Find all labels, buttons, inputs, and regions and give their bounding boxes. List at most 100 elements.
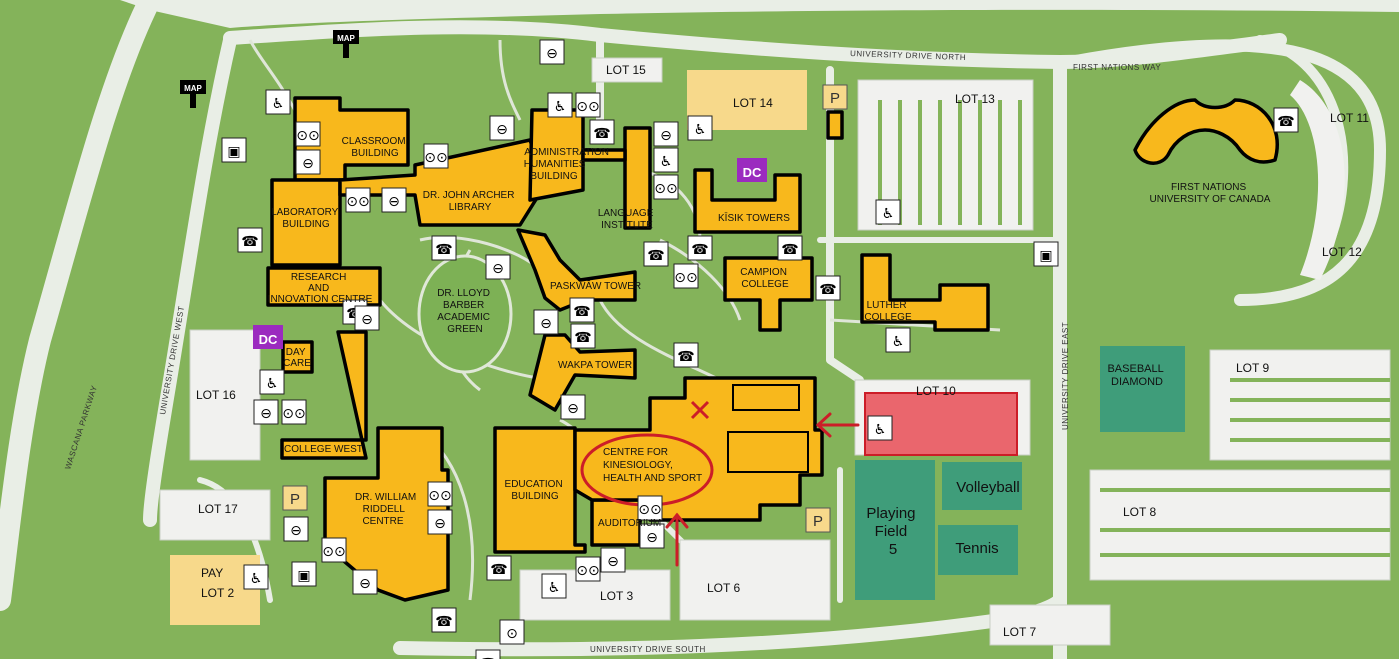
- no-entry-icon: ⊖: [427, 509, 453, 535]
- no-entry-icon: ⊖: [283, 516, 309, 542]
- research-centre: [266, 266, 382, 307]
- education-building-label: EDUCATION BUILDING: [505, 479, 566, 502]
- map-icons: ♿⊙⊙⊖▣☎⊙⊙⊖⊙⊙⊖♿⊙⊙⊖☎⊖♿♿⊙⊙☎⊖☎⊖☎☎☎⊙⊙☎☎♿♿▣☎☎⊖♿…: [221, 39, 1299, 659]
- svg-text:▣: ▣: [297, 568, 310, 584]
- wakpa-tower-label: WAKPA TOWER: [558, 360, 632, 371]
- svg-text:⊙⊙: ⊙⊙: [322, 544, 345, 560]
- lot-6-label: LOT 6: [707, 581, 740, 595]
- no-entry-icon: ⊖: [352, 569, 378, 595]
- no-entry-icon: ⊖: [485, 254, 511, 280]
- svg-text:☎: ☎: [691, 242, 708, 258]
- lot-17-area: [159, 489, 271, 541]
- direction-arrow-icon: [665, 512, 689, 567]
- svg-text:♿: ♿: [250, 571, 263, 587]
- svg-text:⊖: ⊖: [540, 316, 552, 332]
- wheelchair-icon: ♿: [875, 199, 901, 225]
- svg-text:♿: ♿: [548, 580, 561, 596]
- svg-text:⊙⊙: ⊙⊙: [282, 406, 305, 422]
- svg-text:⊖: ⊖: [361, 312, 373, 328]
- lot-2-pay-label: PAY: [201, 566, 223, 580]
- education-building: [493, 426, 587, 554]
- svg-text:P: P: [813, 513, 823, 530]
- no-entry-icon: ⊖: [381, 187, 407, 213]
- bicycle-icon: ⊙⊙: [345, 187, 371, 213]
- classroom-label: CLASSROOM BUILDING: [342, 136, 409, 159]
- fnuc-label: FIRST NATIONS UNIVERSITY OF CANADA: [1150, 182, 1271, 205]
- bus-icon: ▣: [1033, 241, 1059, 267]
- emergency-phone-icon: ☎: [431, 235, 457, 261]
- svg-text:▣: ▣: [227, 144, 240, 160]
- wheelchair-icon: ♿: [653, 147, 679, 173]
- playing-field-5: [855, 460, 935, 600]
- lot-12-label: LOT 12: [1322, 245, 1362, 259]
- svg-text:☎: ☎: [593, 126, 610, 142]
- tennis-court: [938, 525, 1018, 575]
- campion-college-label: CAMPION COLLEGE: [740, 267, 789, 290]
- bicycle-icon: ⊙⊙: [321, 537, 347, 563]
- no-entry-icon: ⊖: [560, 394, 586, 420]
- svg-text:⊖: ⊖: [492, 261, 504, 277]
- daycare: [281, 340, 314, 374]
- svg-text:☎: ☎: [479, 656, 496, 659]
- emergency-phone-icon: ☎: [431, 607, 457, 633]
- svg-text:☎: ☎: [574, 330, 591, 346]
- bus-icon: ▣: [221, 137, 247, 163]
- volleyball-label: Volleyball: [956, 479, 1019, 496]
- svg-text:⊖: ⊖: [546, 46, 558, 62]
- lot-17-label: LOT 17: [198, 502, 238, 516]
- svg-text:⊙⊙: ⊙⊙: [296, 128, 319, 144]
- first-nations-way-label: FIRST NATIONS WAY: [1073, 63, 1161, 72]
- bicycle-icon: ⊙⊙: [575, 92, 601, 118]
- university-drive-east-label: UNIVERSITY DRIVE EAST: [1061, 322, 1070, 430]
- emergency-phone-icon: ☎: [486, 555, 512, 581]
- wheelchair-icon: ♿: [885, 327, 911, 353]
- auditorium-label: AUDITORIUM: [598, 518, 661, 529]
- bicycle-icon: ⊙⊙: [637, 495, 663, 521]
- sports-fields: [855, 346, 1185, 600]
- svg-text:♿: ♿: [892, 334, 905, 350]
- svg-text:⊖: ⊖: [607, 554, 619, 570]
- riddell-centre: [323, 426, 450, 602]
- volleyball-court: [942, 462, 1022, 510]
- lot-16-area: [189, 329, 261, 461]
- emergency-phone-icon: ☎: [237, 227, 263, 253]
- svg-text:⊙⊙: ⊙⊙: [674, 270, 697, 286]
- lot-6-area: [679, 539, 831, 621]
- no-entry-icon: ⊖: [653, 121, 679, 147]
- baseball-diamond: [1100, 346, 1185, 432]
- svg-text:MAP: MAP: [337, 34, 355, 43]
- lot-16-label: LOT 16: [196, 388, 236, 402]
- svg-text:⊙⊙: ⊙⊙: [638, 502, 661, 518]
- tennis-label: Tennis: [955, 540, 998, 557]
- emergency-phone-icon: ☎: [687, 235, 713, 261]
- lot-15-label: LOT 15: [606, 63, 646, 77]
- svg-text:☎: ☎: [241, 234, 258, 250]
- bus-icon: ▣: [291, 561, 317, 587]
- lot-11-label: LOT 11: [1330, 111, 1369, 125]
- svg-text:♿: ♿: [694, 122, 707, 138]
- map-sign: MAP: [180, 80, 206, 108]
- baseball-label: BASEBALL DIAMOND: [1107, 363, 1166, 388]
- luther-college-label: LUTHER COLLEGE: [864, 300, 912, 323]
- ckhs-label: CENTRE FOR KINESIOLOGY, HEALTH AND SPORT: [603, 447, 702, 484]
- svg-text:♿: ♿: [272, 96, 285, 112]
- emergency-phone-icon: ☎: [569, 297, 595, 323]
- lot-13-label: LOT 13: [955, 92, 995, 106]
- wheelchair-icon: ♿: [243, 564, 269, 590]
- wheelchair-icon: ♿: [541, 573, 567, 599]
- svg-text:⊙⊙: ⊙⊙: [576, 563, 599, 579]
- lot-14-label: LOT 14: [733, 96, 773, 110]
- parking-icon: P: [822, 84, 848, 110]
- svg-text:DC: DC: [259, 332, 278, 347]
- administration-label: ADMINISTRATION HUMANITIES BUILDING: [524, 147, 612, 182]
- svg-text:☎: ☎: [781, 242, 798, 258]
- lot-8-area: [1089, 469, 1391, 581]
- svg-text:☎: ☎: [647, 248, 664, 264]
- svg-text:☎: ☎: [435, 614, 452, 630]
- svg-text:♿: ♿: [882, 206, 895, 222]
- riddell-centre-label: DR. WILLIAM RIDDELL CENTRE: [355, 492, 419, 527]
- paskwaw-tower: [516, 228, 637, 312]
- svg-text:▣: ▣: [1039, 248, 1052, 264]
- laboratory-label: LABORATORY BUILDING: [271, 207, 341, 230]
